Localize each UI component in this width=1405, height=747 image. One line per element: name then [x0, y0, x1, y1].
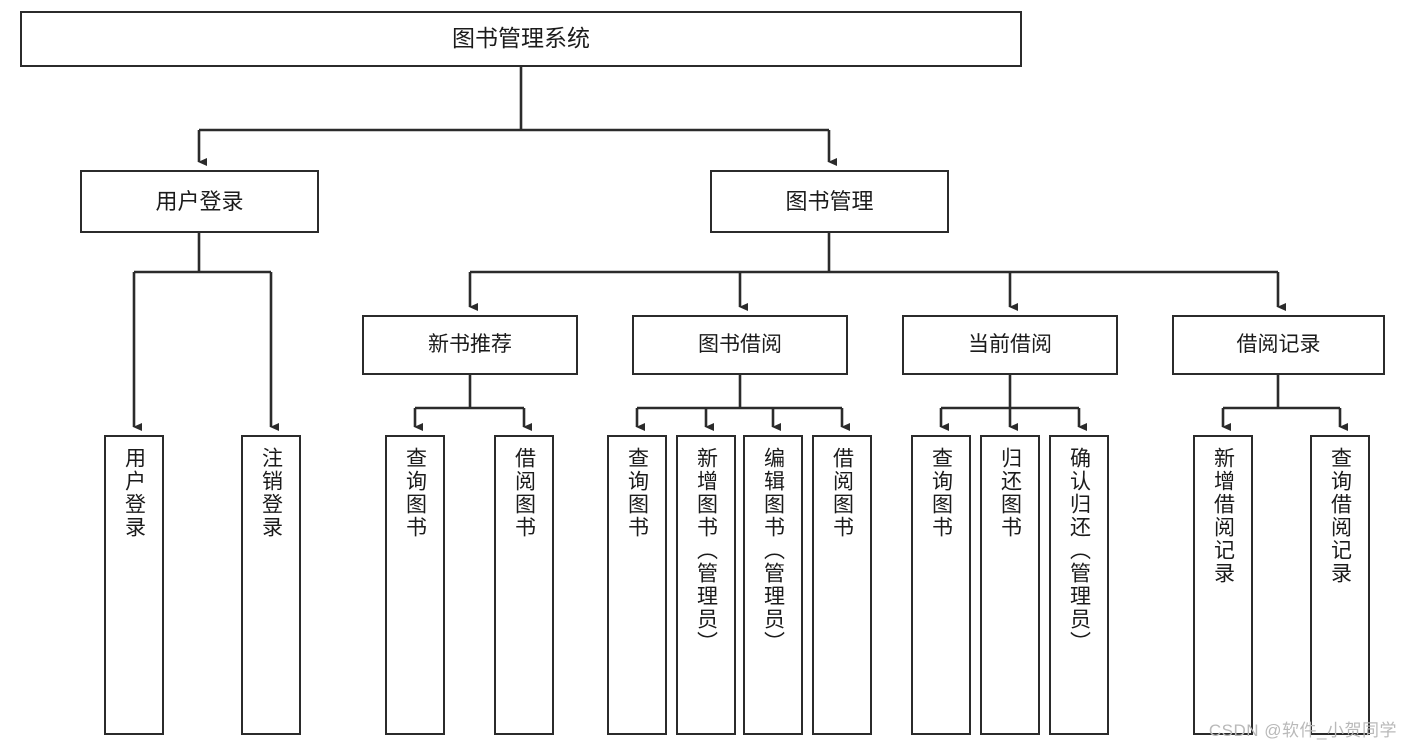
node-label: 用户登录 — [155, 188, 244, 214]
leaf-user-login-logout[interactable]: 注销登录 — [241, 435, 301, 735]
node-label: 注销登录 — [259, 447, 283, 539]
node-label: 查询借阅记录 — [1328, 447, 1352, 585]
node-label: 借阅记录 — [1236, 332, 1321, 356]
node-label: 新增借阅记录 — [1211, 447, 1235, 585]
node-label: 查询图书 — [403, 447, 427, 539]
node-label: 归还图书 — [998, 447, 1022, 539]
node-new-book-recommend[interactable]: 新书推荐 — [362, 315, 578, 375]
leaf-book-borrow-query[interactable]: 查询图书 — [607, 435, 667, 735]
node-label: 编辑图书（管理员） — [761, 447, 785, 654]
node-label: 查询图书 — [625, 447, 649, 539]
node-current-borrow[interactable]: 当前借阅 — [902, 315, 1118, 375]
node-label: 借阅图书 — [512, 447, 536, 539]
leaf-borrow-record-query[interactable]: 查询借阅记录 — [1310, 435, 1370, 735]
node-book-borrow[interactable]: 图书借阅 — [632, 315, 848, 375]
node-label: 当前借阅 — [968, 332, 1052, 356]
node-label: 图书管理系统 — [452, 25, 590, 52]
node-label: 新增图书（管理员） — [694, 447, 718, 654]
node-label: 确认归还（管理员） — [1067, 447, 1091, 654]
leaf-new-book-query[interactable]: 查询图书 — [385, 435, 445, 735]
leaf-book-borrow-add[interactable]: 新增图书（管理员） — [676, 435, 736, 735]
leaf-user-login-login[interactable]: 用户登录 — [104, 435, 164, 735]
leaf-book-borrow-edit[interactable]: 编辑图书（管理员） — [743, 435, 803, 735]
leaf-book-borrow-borrow[interactable]: 借阅图书 — [812, 435, 872, 735]
leaf-current-borrow-query[interactable]: 查询图书 — [911, 435, 971, 735]
node-label: 新书推荐 — [428, 332, 512, 356]
node-root-system[interactable]: 图书管理系统 — [20, 11, 1022, 67]
node-label: 查询图书 — [929, 447, 953, 539]
node-label: 图书管理 — [785, 188, 874, 214]
leaf-current-borrow-return[interactable]: 归还图书 — [980, 435, 1040, 735]
node-borrow-record[interactable]: 借阅记录 — [1172, 315, 1385, 375]
node-book-management[interactable]: 图书管理 — [710, 170, 949, 233]
node-label: 图书借阅 — [698, 332, 782, 356]
leaf-new-book-borrow[interactable]: 借阅图书 — [494, 435, 554, 735]
node-user-login[interactable]: 用户登录 — [80, 170, 319, 233]
node-label: 用户登录 — [122, 447, 146, 539]
leaf-current-borrow-confirm-return[interactable]: 确认归还（管理员） — [1049, 435, 1109, 735]
csdn-watermark: CSDN @软件_小贺同学 — [1208, 721, 1397, 740]
node-label: 借阅图书 — [830, 447, 854, 539]
leaf-borrow-record-add[interactable]: 新增借阅记录 — [1193, 435, 1253, 735]
